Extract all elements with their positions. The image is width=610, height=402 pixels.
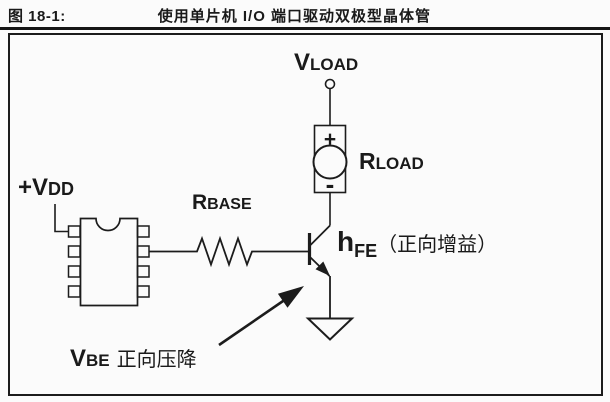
figure-title: 使用单片机 I/O 端口驱动双极型晶体管 bbox=[157, 8, 432, 25]
load-circle-icon bbox=[312, 144, 348, 180]
mcu-pin bbox=[67, 225, 81, 238]
mcu-pin bbox=[136, 245, 150, 258]
load-minus-sign: - bbox=[326, 169, 335, 199]
ground-symbol-icon bbox=[305, 317, 355, 341]
vload-terminal-icon bbox=[324, 78, 336, 90]
title-underline bbox=[0, 27, 610, 30]
vbe-annotation-arrow-shaft bbox=[218, 297, 287, 347]
mcu-pin bbox=[67, 245, 81, 258]
mcu-pin bbox=[136, 285, 150, 298]
vbe-annotation-arrowhead-icon bbox=[277, 286, 304, 308]
transistor-collector-line bbox=[309, 224, 331, 246]
mcu-pins bbox=[67, 225, 150, 298]
mcu-pin bbox=[136, 225, 150, 238]
emitter-arrowhead-icon bbox=[315, 261, 330, 276]
load-plus-sign: + bbox=[324, 128, 336, 151]
mcu-pin bbox=[136, 265, 150, 278]
mcu-package bbox=[79, 217, 139, 307]
wire-vdd-to-pin bbox=[54, 204, 69, 233]
figure-label: 图 18-1: bbox=[8, 8, 66, 25]
diagram-frame bbox=[8, 33, 603, 396]
figure-header: 图 18-1: 使用单片机 I/O 端口驱动双极型晶体管 bbox=[8, 5, 610, 26]
mcu-pin bbox=[67, 285, 81, 298]
mcu-pin bbox=[67, 265, 81, 278]
rbase-resistor bbox=[149, 235, 309, 268]
